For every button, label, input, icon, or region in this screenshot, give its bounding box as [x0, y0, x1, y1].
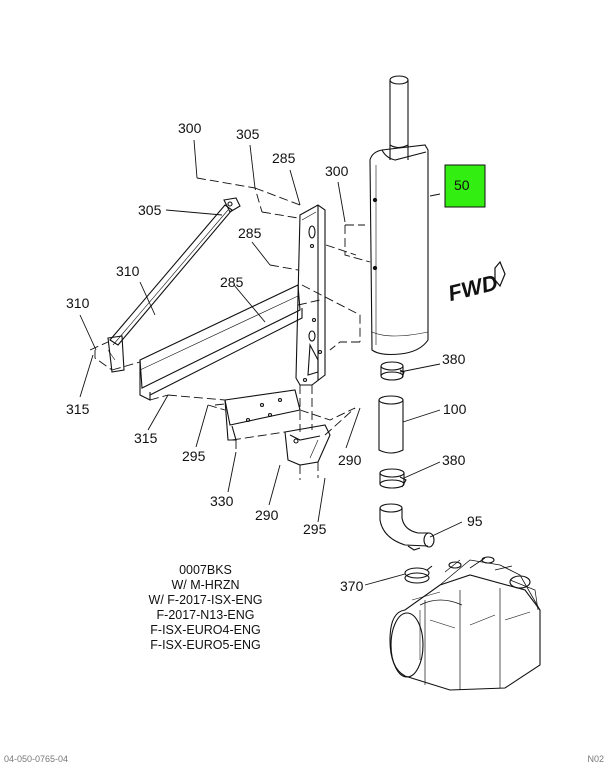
callout-330: 330: [210, 493, 234, 509]
exhaust-stack-pipe: [389, 75, 409, 160]
elbow-95: [379, 503, 435, 551]
callout-300: 300: [178, 120, 202, 136]
callout-290: 290: [255, 507, 279, 523]
clamp-370: [404, 565, 433, 584]
callout-305: 305: [236, 126, 260, 142]
heat-shield: [369, 144, 429, 356]
diagonal-strut: [107, 197, 241, 373]
note-line: 0007BKS: [179, 563, 232, 577]
note-line: F-ISX-EURO5-ENG: [150, 638, 261, 652]
callout-100: 100: [443, 401, 467, 417]
callout-95: 95: [467, 513, 483, 529]
callout-290: 290: [338, 452, 362, 468]
callout-315: 315: [134, 430, 158, 446]
callout-50-highlight[interactable]: [444, 164, 486, 208]
leader-lines: [79, 139, 463, 586]
lower-frame-bracket: [224, 389, 301, 441]
aftertreatment-canister: [389, 556, 541, 691]
drawing-number: 04-050-0765-04: [4, 754, 69, 764]
note-line: W/ M-HRZN: [171, 578, 240, 592]
callout-315: 315: [66, 401, 90, 417]
callout-370: 370: [340, 578, 364, 594]
callout-285: 285: [238, 225, 262, 241]
horizontal-rail: [139, 284, 303, 401]
fwd-arrow-icon: [494, 260, 506, 288]
note-line: F-2017-N13-ENG: [156, 608, 255, 622]
callout-285: 285: [220, 274, 244, 290]
callout-50[interactable]: 50: [454, 177, 470, 193]
vertical-bracket: [295, 204, 326, 386]
callout-310: 310: [66, 295, 90, 311]
assembly-lines: [89, 177, 371, 480]
callout-305: 305: [138, 202, 162, 218]
clamp-lower: [379, 468, 407, 489]
clamp-upper: [380, 361, 405, 381]
callout-300: 300: [325, 163, 349, 179]
pipe-100: [378, 395, 404, 454]
callout-295: 295: [182, 448, 206, 464]
note-line: W/ F-2017-ISX-ENG: [148, 593, 263, 607]
sheet-code: N02: [587, 754, 604, 764]
callout-310: 310: [116, 263, 140, 279]
callout-285: 285: [272, 150, 296, 166]
fwd-label: FWD: [446, 270, 501, 306]
applicability-notes: 0007BKS W/ M-HRZN W/ F-2017-ISX-ENG F-20…: [118, 563, 293, 653]
callout-380: 380: [442, 351, 466, 367]
callout-380: 380: [442, 452, 466, 468]
note-line: F-ISX-EURO4-ENG: [150, 623, 261, 637]
callout-295: 295: [303, 521, 327, 537]
foot-bracket: [284, 424, 331, 466]
